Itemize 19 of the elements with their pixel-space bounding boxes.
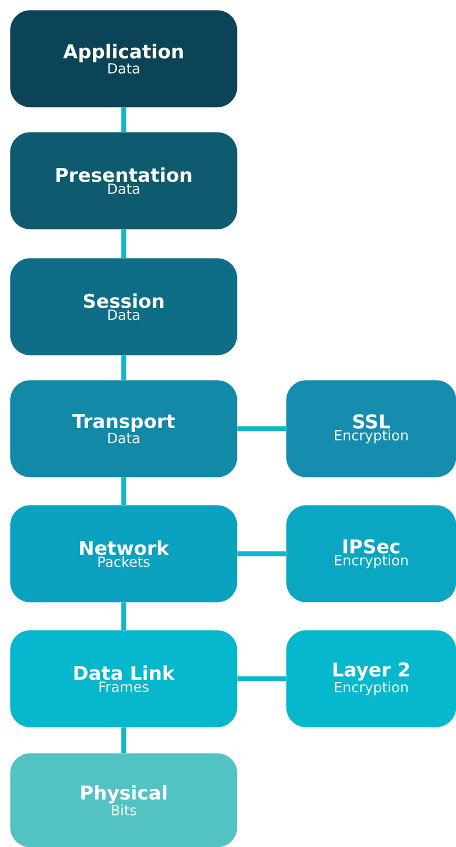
layer-box: Presentation Data (10, 132, 238, 230)
connector-line (237, 676, 286, 682)
layer-box: Layer 2 Encryption (286, 630, 456, 728)
connector-line (121, 477, 126, 505)
layer-box: Physical Bits (10, 753, 238, 847)
layer-box: Session Data (10, 258, 238, 356)
connector-line (121, 727, 126, 753)
layer-box: IPSec Encryption (286, 505, 456, 602)
layer-box: Network Packets (10, 505, 238, 602)
layer-box: Application Data (10, 10, 238, 108)
connector-line (237, 426, 286, 432)
layer-box: SSL Encryption (286, 380, 456, 478)
connector-line (121, 602, 126, 630)
connector-line (121, 355, 126, 380)
connector-line (237, 551, 286, 556)
connector-line (121, 107, 126, 132)
connector-line (121, 229, 126, 258)
layer-box: Transport Data (10, 380, 238, 478)
layer-box: Data Link Frames (10, 630, 238, 728)
